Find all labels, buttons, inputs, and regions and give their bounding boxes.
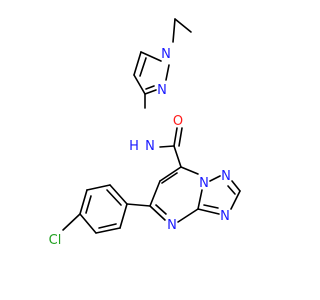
bond-c3a-n-bridge: [197, 189, 203, 210]
atom-n-triazole-2: N: [221, 169, 231, 184]
bond-aryl-5-6-inner: [98, 223, 117, 229]
atom-n-triazole-4: N: [220, 209, 230, 224]
atom-cl: Cl: [49, 233, 62, 248]
atom-o-carbonyl: O: [173, 114, 183, 129]
bond-n2-c2: [231, 180, 241, 192]
bond-aryl-3-4-inner: [85, 195, 92, 214]
bond-pyrazole-c5-c4-inner: [139, 57, 147, 77]
atom-n-bridge: N: [199, 176, 209, 191]
bond-aryl-5-6: [95, 227, 121, 234]
bond-pyrazole-c3-n2-inner: [145, 85, 155, 90]
bond-pyrazole-c3-n2: [144, 89, 157, 95]
bond-aryl-6-1: [119, 203, 128, 229]
bond-pyrazole-c4-c3: [133, 74, 146, 95]
atom-n-amide: N: [145, 139, 155, 154]
bond-n3-c3a: [197, 208, 220, 215]
bond-c5-n4: [149, 205, 166, 221]
atom-n-pyrazole-2: N: [157, 83, 167, 98]
bond-ethyl-ch2: [172, 18, 176, 43]
atom-n-pyrazole-1: N: [161, 47, 171, 62]
bond-aryl-3-4: [79, 189, 88, 215]
bond-c2-n3: [230, 190, 241, 210]
bond-c7-c6: [159, 166, 182, 182]
bond-carbonyl-o-inner: [178, 127, 183, 147]
bond-aryl-1-2-inner: [106, 189, 122, 206]
bond-aryl-4-5: [79, 213, 97, 234]
bond-n-bridge-c7: [180, 166, 199, 175]
bond-aryl-1-2: [109, 184, 128, 205]
bond-pyrazole-n2-n1: [165, 64, 170, 81]
molecule-structure: N N N H O N N N N Cl: [49, 18, 241, 248]
atom-labels: N N N H O N N N N Cl: [49, 47, 231, 248]
bond-aryl-cl: [62, 213, 81, 231]
bond-c7-c6-inner: [161, 172, 178, 184]
atom-h-amide: H: [129, 139, 139, 154]
bond-c6-c5: [149, 180, 161, 207]
bond-aryl-2-3: [86, 184, 111, 191]
bond-ethyl-ch3: [174, 18, 192, 33]
bond-carbonyl-c7: [173, 145, 182, 168]
bond-c5-aryl: [126, 203, 151, 207]
bond-amide-n-carbonyl: [159, 145, 175, 148]
bond-pyrazole-n1-c5: [140, 51, 162, 62]
bond-pyrazole-c5-c4: [133, 51, 142, 76]
bond-n2-c2-inner: [227, 185, 236, 195]
bond-n-bridge-n2: [209, 175, 221, 182]
bond-n3-c3a-inner: [203, 204, 219, 209]
bond-carbonyl-o: [173, 127, 178, 147]
atom-n-pyrimidine: N: [167, 218, 177, 233]
bond-skeleton: [62, 18, 241, 234]
bond-n4-c3a: [177, 208, 199, 223]
bond-c5-n4-inner: [155, 204, 167, 215]
